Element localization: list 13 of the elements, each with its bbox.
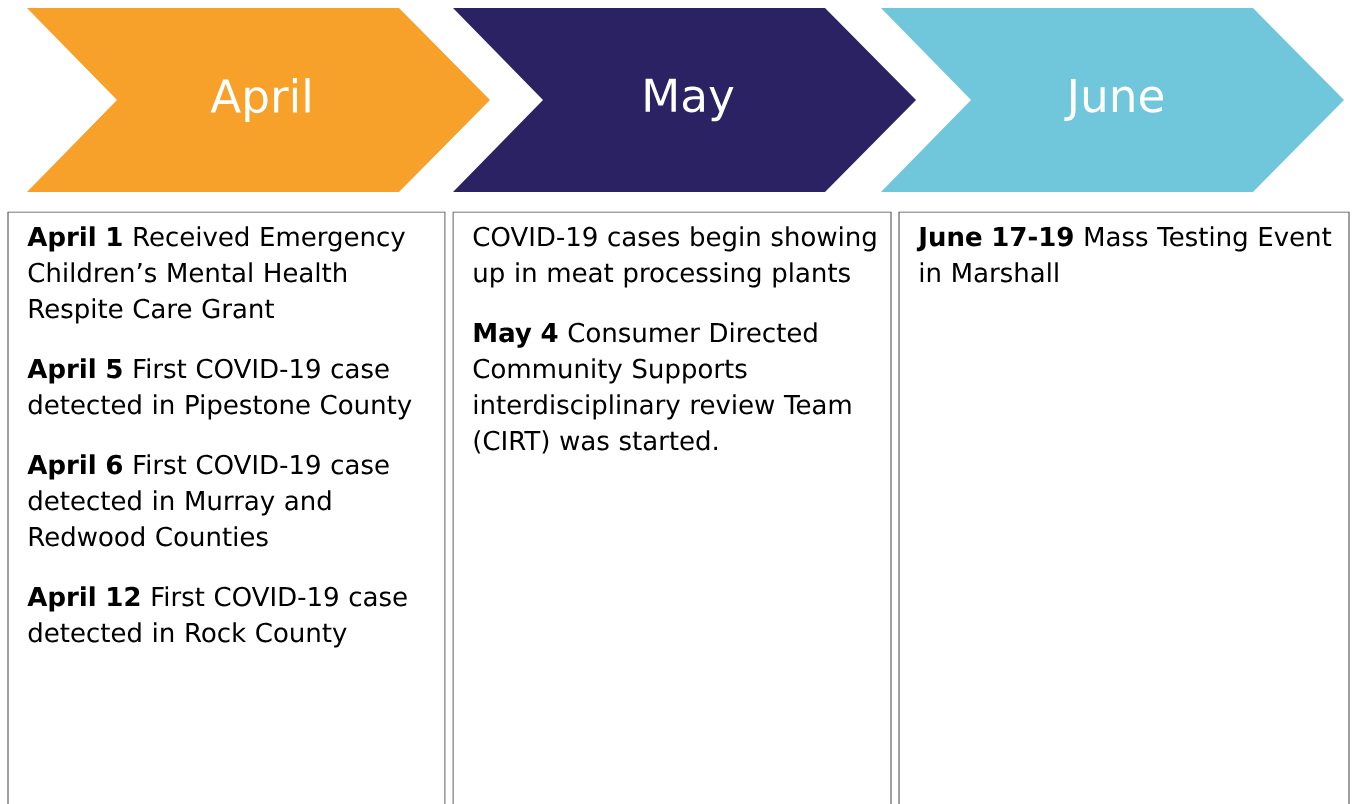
- event-box: [7, 211, 446, 804]
- month-banner: May: [453, 8, 916, 192]
- event-text: May 4 Consumer Directed Community Supports interdisciplinary review Team (CIRT) was started.: [473, 322, 851, 454]
- month-banner: June: [881, 8, 1344, 192]
- event-text: April 12 First COVID-19 case detected in Rock County: [27, 586, 407, 648]
- event-text: April 6 First COVID-19 case detected in Murray and Redwood Counties: [27, 454, 389, 547]
- event-box: [898, 211, 1350, 804]
- month-banner: April: [27, 8, 490, 192]
- event-text: April 1 Received Emergency Children’s Mental Health Respite Care Grant: [27, 226, 405, 324]
- event-box: [452, 211, 892, 804]
- event-text: COVID-19 cases begin showing up in meat processing plants: [473, 226, 876, 288]
- event-text: June 17-19 Mass Testing Event in Marshall: [916, 226, 1332, 283]
- event-text: April 5 First COVID-19 case detected in Pipestone County: [27, 358, 412, 420]
